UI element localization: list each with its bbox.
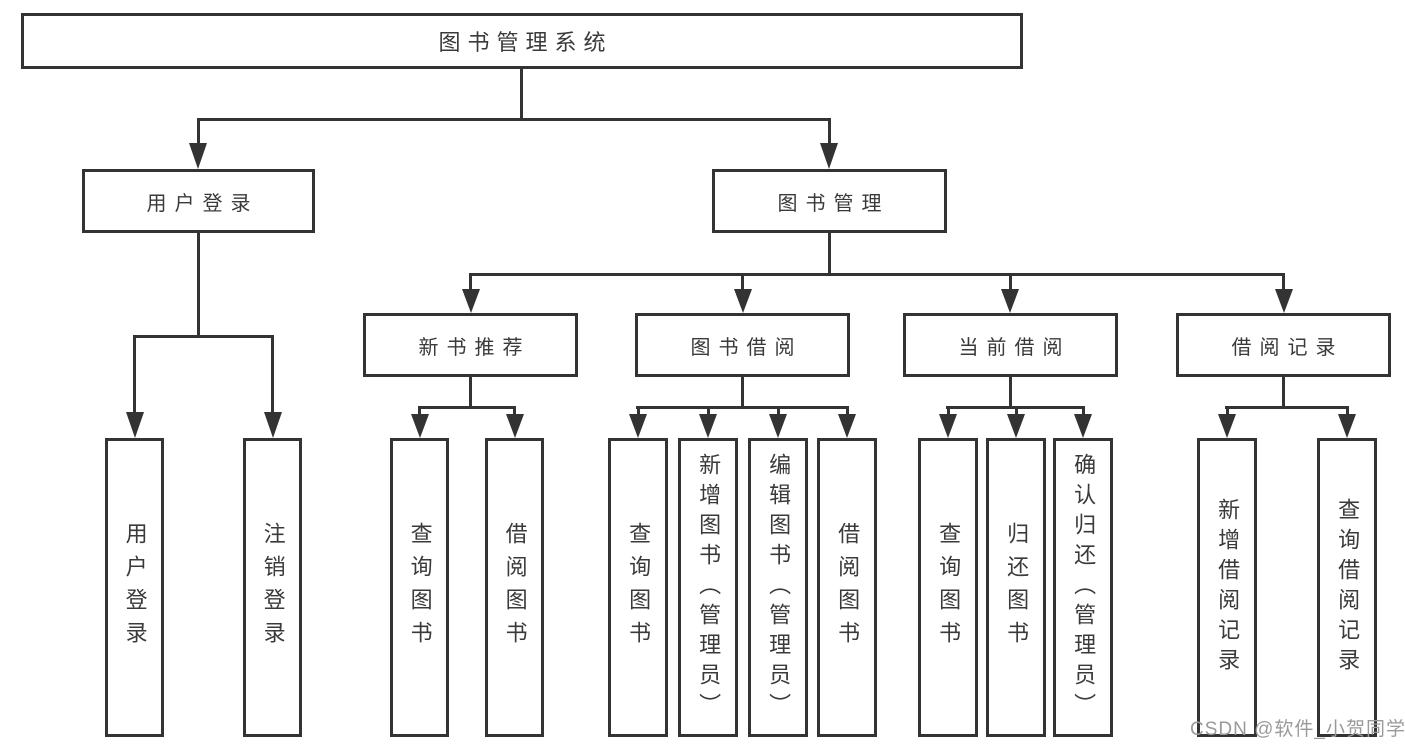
leaf-edit-book-admin: 编辑图书（管理员）: [748, 438, 808, 737]
leaf-user-login-label: 用户登录: [122, 521, 148, 654]
leaf-query-books-2: 查询图书: [608, 438, 668, 737]
leaf-borrow-books-1: 借阅图书: [485, 438, 544, 737]
connector-line: [1225, 406, 1349, 409]
connector-line: [636, 406, 848, 409]
arrow-down-icon: [1218, 414, 1236, 438]
watermark: CSDN @软件_小贺同学: [1190, 719, 1405, 740]
leaf-query-books-1: 查询图书: [390, 438, 449, 737]
node-new-book-recommend-label: 新书推荐: [418, 336, 531, 359]
connector-line: [1282, 377, 1285, 409]
node-new-book-recommend: 新书推荐: [363, 313, 578, 377]
leaf-query-books-1-label: 查询图书: [407, 521, 433, 654]
leaf-logout-label: 注销登录: [260, 521, 286, 654]
arrow-down-icon: [126, 412, 144, 438]
leaf-add-borrow-record-label: 新增借阅记录: [1215, 497, 1241, 678]
connector-line: [1346, 406, 1349, 416]
connector-line: [777, 406, 780, 416]
leaf-query-books-3: 查询图书: [918, 438, 978, 737]
leaf-add-borrow-record: 新增借阅记录: [1197, 438, 1257, 737]
node-borrow-records-label: 借阅记录: [1231, 336, 1344, 359]
arrow-down-icon: [189, 143, 207, 169]
arrow-down-icon: [411, 414, 429, 438]
connector-line: [271, 335, 274, 413]
node-user-login: 用户登录: [82, 169, 315, 233]
arrow-down-icon: [1007, 414, 1025, 438]
arrow-down-icon: [264, 412, 282, 438]
connector-line: [947, 406, 950, 416]
node-book-borrow: 图书借阅: [635, 313, 850, 377]
connector-line: [469, 377, 472, 409]
arrow-down-icon: [1001, 289, 1019, 313]
connector-line: [520, 68, 523, 121]
arrow-down-icon: [1275, 289, 1293, 313]
connector-line: [513, 406, 516, 416]
connector-line: [469, 273, 1285, 276]
node-current-borrow-label: 当前借阅: [958, 336, 1071, 359]
arrow-down-icon: [462, 289, 480, 313]
arrow-down-icon: [734, 289, 752, 313]
arrow-down-icon: [769, 414, 787, 438]
leaf-logout: 注销登录: [243, 438, 302, 737]
node-user-login-label: 用户登录: [146, 192, 259, 215]
arrow-down-icon: [1074, 414, 1092, 438]
arrow-down-icon: [699, 414, 717, 438]
connector-line: [197, 118, 200, 145]
node-book-management: 图书管理: [712, 169, 947, 233]
connector-line: [1226, 406, 1229, 416]
arrow-down-icon: [1338, 414, 1356, 438]
leaf-add-book-admin-label: 新增图书（管理员）: [696, 452, 722, 723]
leaf-add-book-admin: 新增图书（管理员）: [678, 438, 738, 737]
connector-line: [133, 335, 136, 413]
node-root: 图书管理系统: [21, 13, 1023, 69]
node-book-borrow-label: 图书借阅: [690, 336, 803, 359]
leaf-user-login: 用户登录: [105, 438, 164, 737]
arrow-down-icon: [506, 414, 524, 438]
leaf-query-borrow-record-label: 查询借阅记录: [1335, 497, 1361, 678]
connector-line: [197, 118, 831, 121]
leaf-borrow-books-2-label: 借阅图书: [835, 521, 861, 654]
arrow-down-icon: [838, 414, 856, 438]
leaf-confirm-return-admin: 确认归还（管理员）: [1053, 438, 1113, 737]
connector-line: [1082, 406, 1085, 416]
node-root-label: 图书管理系统: [438, 30, 613, 55]
arrow-down-icon: [629, 414, 647, 438]
connector-line: [1282, 273, 1285, 290]
connector-line: [418, 406, 421, 416]
connector-line: [828, 118, 831, 145]
connector-line: [741, 377, 744, 409]
leaf-borrow-books-2: 借阅图书: [817, 438, 877, 737]
connector-line: [707, 406, 710, 416]
leaf-query-books-2-label: 查询图书: [626, 521, 652, 654]
connector-line: [1009, 377, 1012, 409]
connector-line: [741, 273, 744, 290]
leaf-borrow-books-1-label: 借阅图书: [502, 521, 528, 654]
connector-line: [637, 406, 640, 416]
connector-line: [133, 335, 274, 338]
connector-line: [846, 406, 849, 416]
node-book-management-label: 图书管理: [777, 192, 890, 215]
connector-line: [1009, 273, 1012, 290]
leaf-query-borrow-record: 查询借阅记录: [1317, 438, 1377, 737]
leaf-confirm-return-admin-label: 确认归还（管理员）: [1071, 452, 1097, 723]
leaf-query-books-3-label: 查询图书: [936, 521, 962, 654]
node-current-borrow: 当前借阅: [903, 313, 1118, 377]
node-borrow-records: 借阅记录: [1176, 313, 1391, 377]
leaf-return-book: 归还图书: [986, 438, 1046, 737]
leaf-return-book-label: 归还图书: [1004, 521, 1030, 654]
connector-line: [197, 233, 200, 338]
arrow-down-icon: [820, 143, 838, 169]
connector-line: [469, 273, 472, 290]
connector-line: [418, 406, 516, 409]
leaf-edit-book-admin-label: 编辑图书（管理员）: [766, 452, 792, 723]
connector-line: [1015, 406, 1018, 416]
arrow-down-icon: [939, 414, 957, 438]
connector-line: [828, 233, 831, 276]
